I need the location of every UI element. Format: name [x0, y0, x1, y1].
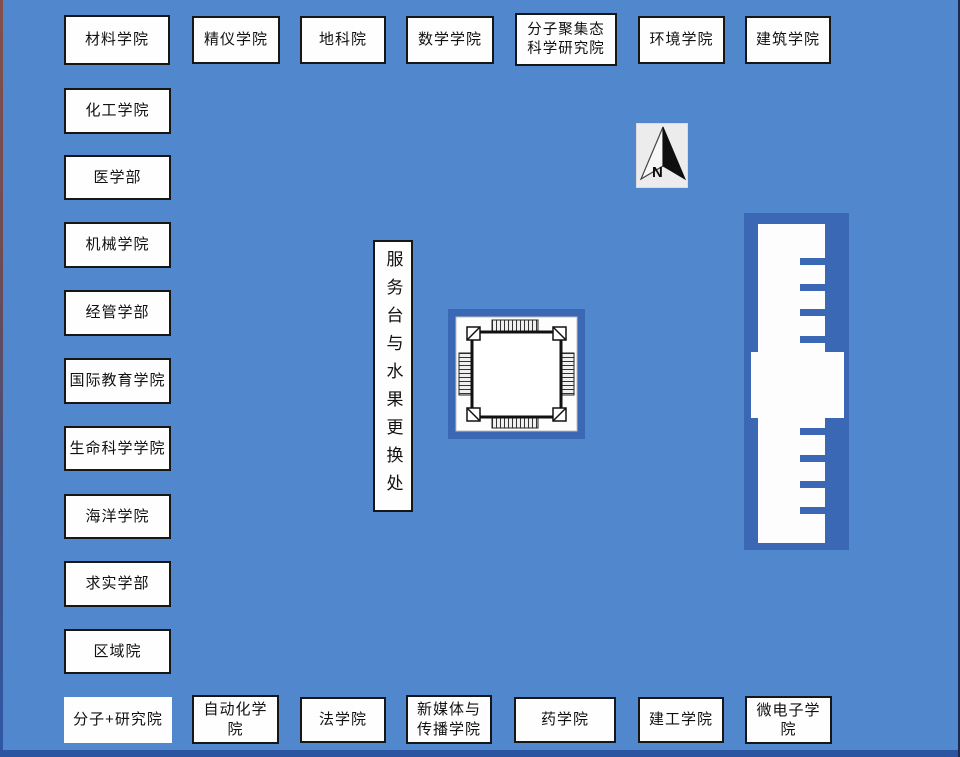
- college-box-civil-engineering: 建工学院: [638, 697, 724, 743]
- college-box-precision-instruments: 精仪学院: [192, 16, 280, 64]
- college-box-chemical-engineering: 化工学院: [64, 88, 171, 134]
- college-box-ocean: 海洋学院: [64, 494, 171, 539]
- service-desk-box: 服务台与水果更换处: [373, 240, 413, 512]
- college-box-mathematics: 数学学院: [406, 16, 494, 64]
- left-edge-strip: [0, 0, 3, 757]
- college-box-life-sciences: 生命科学学院: [64, 426, 171, 471]
- college-box-earth-science: 地科院: [300, 16, 386, 64]
- service-desk-label: 服务台与水果更换处: [383, 250, 403, 502]
- college-box-mechanical: 机械学院: [64, 222, 171, 268]
- college-box-law: 法学院: [300, 697, 386, 743]
- north-arrow-graphic: [639, 126, 687, 181]
- north-arrow-icon: N: [636, 123, 688, 188]
- college-box-molecular-plus: 分子+研究院: [64, 697, 172, 743]
- college-box-microelectronics: 微电子学 院: [745, 696, 832, 744]
- college-box-international-education: 国际教育学院: [64, 358, 171, 404]
- college-box-environment: 环境学院: [638, 16, 725, 64]
- right-edge-strip: [958, 0, 960, 757]
- college-box-economics-management: 经管学部: [64, 290, 171, 336]
- college-box-qiushi: 求实学部: [64, 561, 171, 607]
- north-label: N: [652, 164, 663, 181]
- college-box-automation: 自动化学 院: [192, 695, 279, 744]
- college-box-regional: 区域院: [64, 629, 171, 674]
- college-box-architecture: 建筑学院: [745, 16, 831, 64]
- building-floor-plan-icon: [744, 213, 849, 550]
- college-box-molecular-aggregation: 分子聚集态 科学研究院: [515, 13, 617, 66]
- pavilion-floor-plan-icon: [448, 309, 585, 439]
- college-box-pharmacy: 药学院: [514, 697, 616, 743]
- college-box-materials: 材料学院: [64, 15, 170, 65]
- college-box-new-media: 新媒体与 传播学院: [406, 695, 492, 744]
- bottom-edge-strip: [0, 750, 960, 757]
- college-box-medicine: 医学部: [64, 155, 171, 200]
